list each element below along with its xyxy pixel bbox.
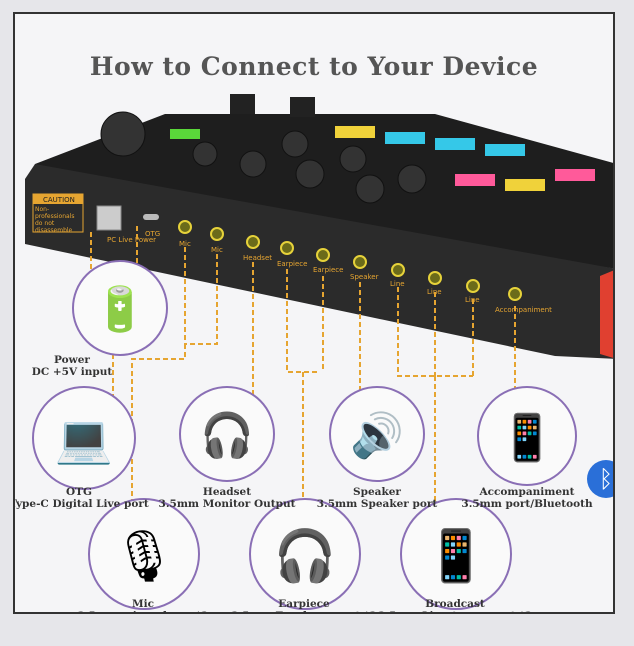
connection-desc: 3.5mm Livestream port *3 — [378, 610, 532, 612]
audio-jack — [210, 227, 224, 241]
audio-jack — [391, 263, 405, 277]
sound-card-device: CAUTION PC Live PowerOTGMicMicHeadsetEar… — [25, 94, 613, 514]
audio-jacks — [178, 220, 522, 301]
battery-icon: 🔋 — [72, 260, 168, 356]
caution-note: Non-professionals do not disassemble — [35, 206, 75, 234]
connection-desc: 3.5mm port/Bluetooth — [461, 498, 593, 510]
port-label: Accompaniment — [495, 306, 552, 314]
connection-name: OTG — [66, 486, 92, 498]
usb-c-port — [143, 214, 159, 220]
connection-name: Power — [54, 354, 90, 366]
device-front — [25, 164, 613, 359]
device-side — [600, 270, 613, 358]
port-label: Earpiece — [277, 260, 307, 268]
audio-jack — [246, 235, 260, 249]
audio-jack — [428, 271, 442, 285]
connector-lines — [90, 226, 516, 514]
page-title: How to Connect to Your Device — [89, 52, 539, 81]
connection-name: Earpiece — [278, 598, 330, 610]
audio-jack — [508, 287, 522, 301]
microphone-icon: 🎙 — [88, 498, 200, 610]
audio-jack — [178, 220, 192, 234]
port-label: Line — [390, 280, 405, 288]
port-label: Headset — [243, 254, 272, 262]
audio-jack — [353, 255, 367, 269]
connection-desc: 3.5mm Monitor Output — [158, 498, 296, 510]
connection-name: Broadcast — [425, 598, 485, 610]
device-top — [35, 114, 613, 269]
port-label: Mic — [179, 240, 191, 248]
diagram-panel: How to Connect to Your Device CAUTION PC… — [13, 12, 615, 614]
laptop-phone-icon: 📱 — [477, 386, 577, 486]
connection-label: Mic3.5mm microphone *2 — [78, 598, 209, 612]
usb-b-port — [96, 205, 122, 231]
laptop-icon: 💻 — [32, 386, 136, 490]
phone-icon: 📱 — [400, 498, 512, 610]
audio-jack — [280, 241, 294, 255]
earphones-icon: 🎧 — [249, 498, 361, 610]
caution-label: CAUTION — [43, 196, 75, 204]
port-label: PC Live Power — [107, 236, 156, 244]
connection-name: Speaker — [353, 486, 401, 498]
connection-desc: 3.5mm Earphone port *2 — [231, 610, 377, 612]
device-knobs — [100, 111, 427, 204]
fader — [290, 97, 315, 117]
fader — [230, 94, 255, 114]
port-label: OTG — [145, 230, 160, 238]
audio-jack — [466, 279, 480, 293]
speaker-icon: 🔊 — [329, 386, 425, 482]
port-label: Earpiece — [313, 266, 343, 274]
connection-desc: 3.5mm microphone *2 — [78, 610, 209, 612]
connection-name: Headset — [202, 486, 252, 498]
connection-desc: DC +5V input — [31, 366, 113, 378]
audio-jack — [316, 248, 330, 262]
connection-name: Mic — [131, 598, 155, 610]
device-pads — [170, 126, 595, 191]
connection-name: Accompaniment — [479, 486, 575, 498]
connection-desc: Type-C Digital Live port — [13, 498, 149, 510]
headset-icon: 🎧 — [179, 386, 275, 482]
port-label: Mic — [211, 246, 223, 254]
connection-label: Earpiece3.5mm Earphone port *2 — [231, 598, 377, 612]
connection-label: Broadcast3.5mm Livestream port *3 — [378, 598, 532, 612]
port-label: Speaker — [350, 273, 379, 281]
bluetooth-icon: ᛒ — [587, 460, 613, 498]
connection-desc: 3.5mm Speaker port — [316, 498, 438, 510]
